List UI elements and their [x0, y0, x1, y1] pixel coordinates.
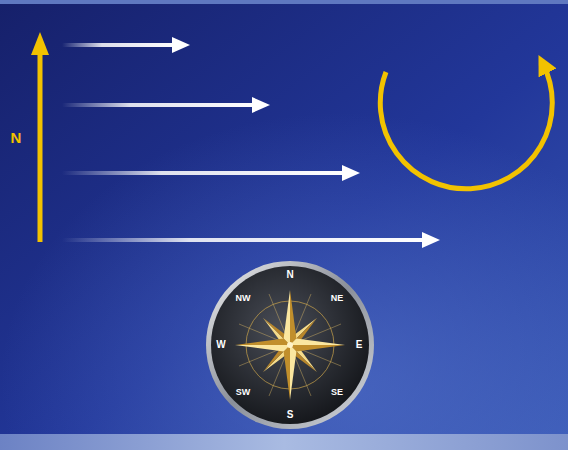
north-arrow-head [31, 32, 49, 55]
rotation-arrow [380, 64, 552, 189]
bottom-band [0, 434, 568, 450]
compass-center [287, 342, 293, 348]
north-arrow-shaft [38, 52, 43, 242]
north-arrow [31, 32, 49, 242]
north-label: N [11, 130, 22, 145]
wind-arrow-shaft [62, 43, 176, 47]
compass-rose [206, 261, 374, 429]
compass-label: SE [331, 388, 343, 397]
compass-main-points [235, 290, 345, 400]
compass-label: NE [331, 294, 344, 303]
wind-arrows [62, 37, 440, 248]
wind-arrow-shaft [62, 171, 346, 175]
compass-dial [211, 266, 369, 424]
wind-arrow-shaft [62, 238, 426, 242]
compass-label: N [286, 270, 293, 280]
wind-arrow-head [342, 165, 360, 181]
compass-label: SW [236, 388, 251, 397]
compass-label: E [356, 340, 363, 350]
wind-arrow-head [252, 97, 270, 113]
wind-arrow-head [422, 232, 440, 248]
top-band [0, 0, 568, 4]
wind-arrow-shaft [62, 103, 256, 107]
wind-arrow-head [172, 37, 190, 53]
compass-label: W [216, 340, 225, 350]
compass-label: NW [236, 294, 251, 303]
compass-rim [206, 261, 374, 429]
compass-label: S [287, 410, 294, 420]
